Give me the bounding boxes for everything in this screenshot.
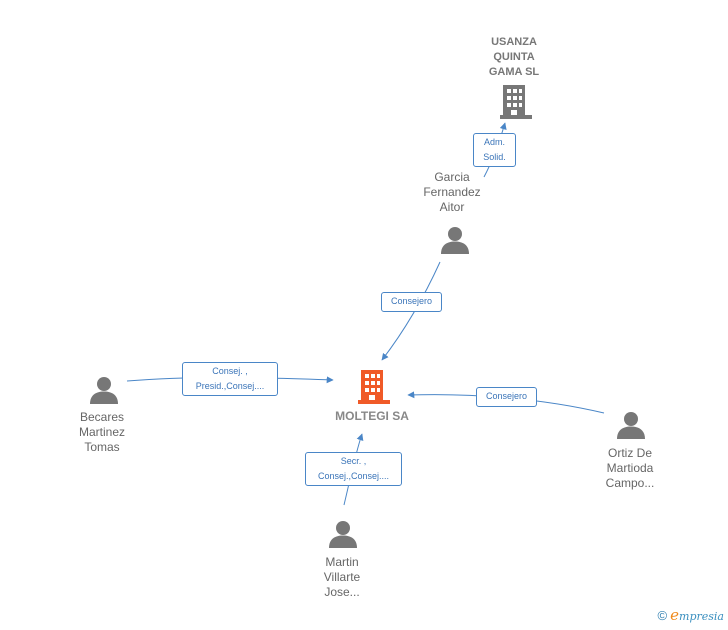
edge-garcia-moltegi <box>381 261 441 361</box>
person-icon[interactable] <box>89 376 119 404</box>
node-label-moltegi[interactable]: MOLTEGI SA <box>335 409 409 423</box>
building-icon[interactable] <box>358 370 390 404</box>
footer-brand: ©empresia <box>658 606 724 624</box>
person-icon[interactable] <box>440 226 470 254</box>
edge-label-ortiz-moltegi[interactable]: Consejero <box>476 387 537 407</box>
node-label-ortiz[interactable]: Ortiz De Martioda Campo... <box>605 446 655 490</box>
brand-logo-e: e <box>670 606 680 624</box>
node-label-becares[interactable]: Becares Martinez Tomas <box>78 410 125 454</box>
edge-label-martin-moltegi[interactable]: Secr. , Consej.,Consej.... <box>305 452 402 486</box>
building-icon[interactable] <box>500 85 532 119</box>
edge-label-becares-moltegi[interactable]: Consej. , Presid.,Consej.... <box>182 362 278 396</box>
node-label-martin[interactable]: Martin Villarte Jose... <box>323 555 361 599</box>
node-label-usanza[interactable]: USANZA QUINTA GAMA SL <box>488 36 540 78</box>
brand-logo-text: mpresia <box>679 610 724 623</box>
copyright-symbol: © <box>657 608 668 623</box>
node-label-garcia[interactable]: Garcia Fernandez Aitor <box>423 170 481 214</box>
person-icon[interactable] <box>616 411 646 439</box>
person-icon[interactable] <box>328 520 358 548</box>
edge-label-garcia-moltegi[interactable]: Consejero <box>381 292 442 312</box>
edge-label-garcia-usanza[interactable]: Adm. Solid. <box>473 133 516 167</box>
